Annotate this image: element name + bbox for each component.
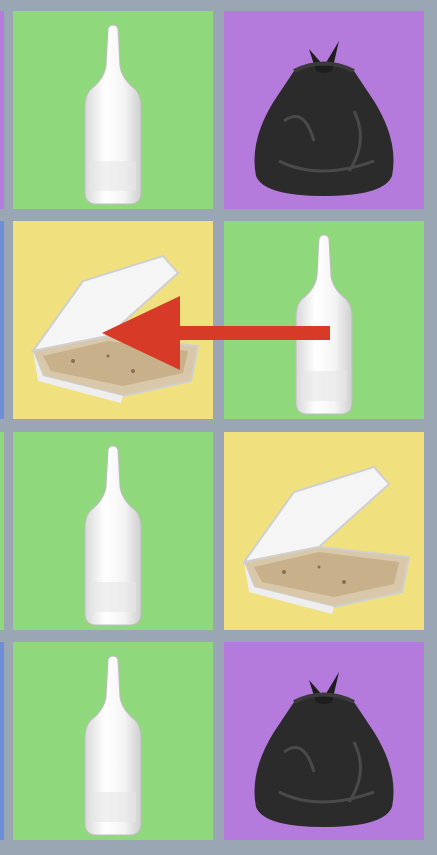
bottle-icon xyxy=(295,234,353,415)
trash-bag-icon xyxy=(254,41,394,196)
tile-paper[interactable] xyxy=(13,221,213,419)
board-edge-strip xyxy=(0,642,4,840)
tile-glass[interactable] xyxy=(13,642,213,840)
tile-trash[interactable] xyxy=(224,642,424,840)
tile-glass[interactable] xyxy=(224,221,424,419)
tile-glass[interactable] xyxy=(13,11,213,209)
pizza-box-icon xyxy=(241,465,411,614)
tile-trash[interactable] xyxy=(224,11,424,209)
bottle-icon xyxy=(84,445,142,626)
tile-glass[interactable] xyxy=(13,432,213,630)
bottle-icon xyxy=(84,24,142,205)
bottle-icon xyxy=(84,655,142,836)
board-edge-strip xyxy=(0,11,4,209)
trash-bag-icon xyxy=(254,672,394,827)
board-edge-strip xyxy=(0,432,4,630)
board-edge-strip xyxy=(0,221,4,419)
pizza-box-icon xyxy=(30,254,200,403)
tile-paper[interactable] xyxy=(224,432,424,630)
